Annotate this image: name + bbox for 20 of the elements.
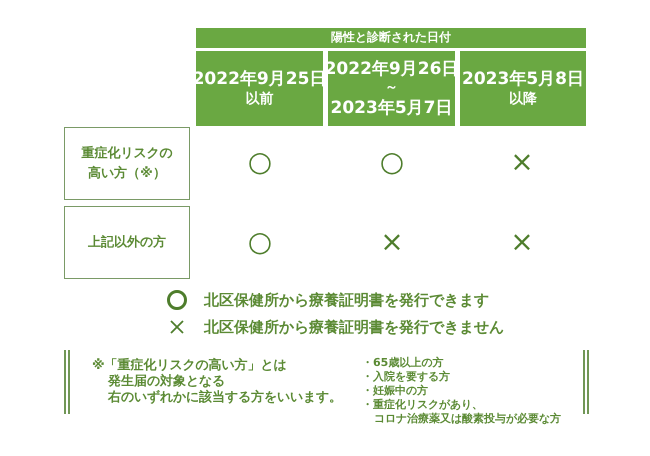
table-mark: ×	[380, 228, 404, 256]
legend-text: 北区保健所から療養証明書を発行できます	[204, 290, 489, 310]
note-text: 右のいずれかに該当する方をいいます。	[108, 388, 342, 406]
table-mark: ○	[248, 228, 272, 256]
table-mark: ○	[248, 148, 272, 176]
note-text: ※「重症化リスクの高い方」とは	[92, 356, 287, 374]
bullet-item: ・65歳以上の方	[362, 355, 444, 370]
bullet-item: ・入院を要する方	[362, 369, 450, 384]
table-mark: ×	[510, 148, 534, 176]
note-text: 発生届の対象となる	[108, 372, 225, 390]
header-band: 陽性と診断された日付	[196, 28, 586, 48]
row-header: 上記以外の方	[64, 206, 190, 279]
bullet-item: ・妊娠中の方	[362, 383, 428, 398]
bullet-item: コロナ治療薬又は酸素投与が必要な方	[374, 411, 561, 426]
column-header: 2023年5月8日 以降	[460, 51, 586, 126]
table-mark: ○	[380, 148, 404, 176]
legend-text: 北区保健所から療養証明書を発行できません	[204, 317, 504, 337]
table-mark: ×	[510, 228, 534, 256]
row-header: 重症化リスクの高い方（※）	[64, 127, 190, 200]
bullet-item: ・重症化リスクがあり、	[362, 397, 483, 412]
